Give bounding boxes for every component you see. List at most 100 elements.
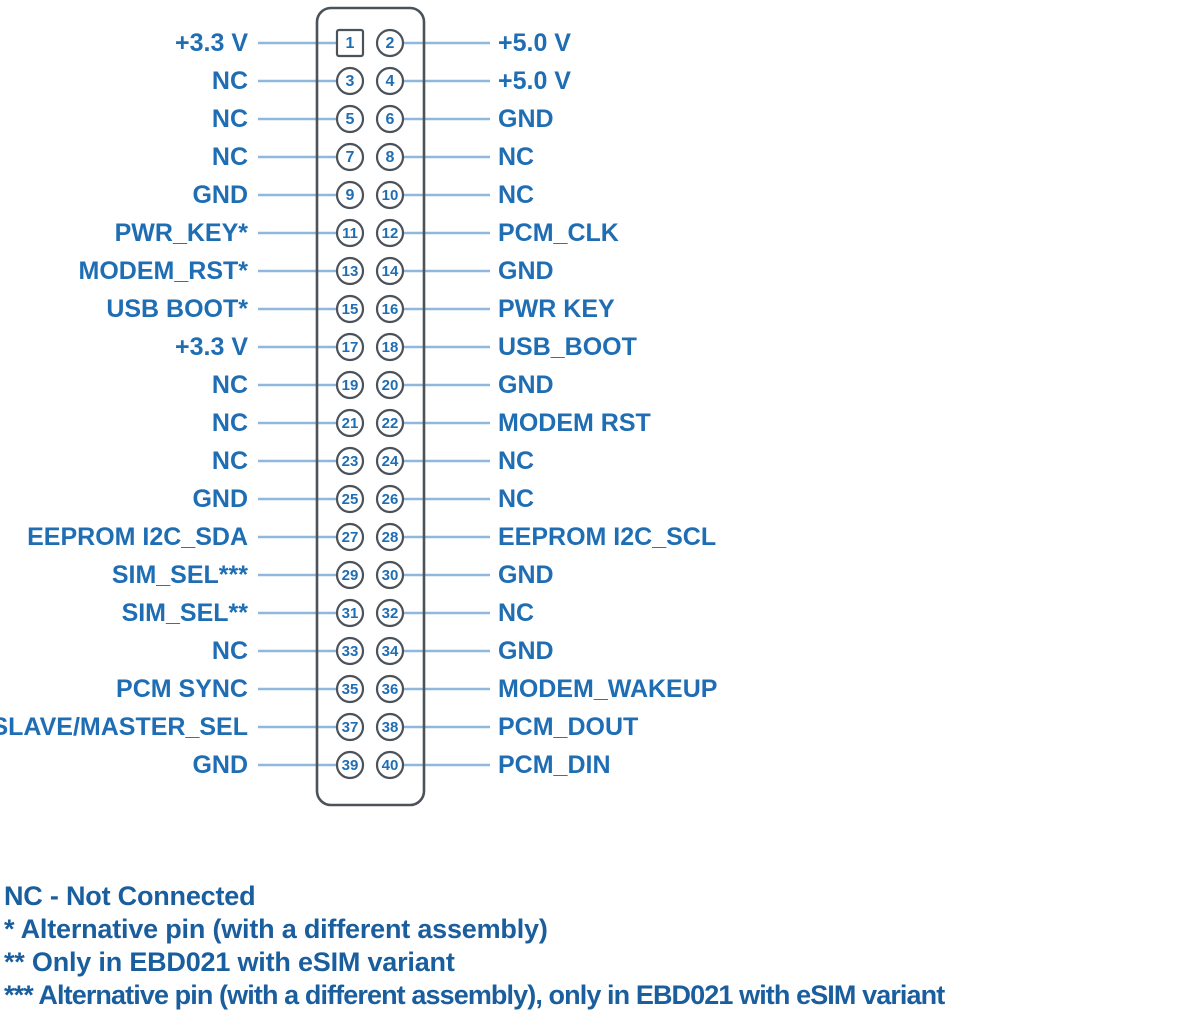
pin-shape-20[interactable] xyxy=(375,370,405,400)
lead-lines-group xyxy=(258,41,490,767)
pin-shape-14[interactable] xyxy=(375,256,405,286)
pin-shape-27[interactable] xyxy=(335,522,365,552)
pin-label-22: MODEM RST xyxy=(498,409,651,437)
pin-shape-16[interactable] xyxy=(375,294,405,324)
pin-label-18: USB_BOOT xyxy=(498,333,637,361)
pin-number-31: 31 xyxy=(342,605,359,622)
pin-label-23: NC xyxy=(212,447,248,475)
pin-shape-26[interactable] xyxy=(375,484,405,514)
pin-shape-35[interactable] xyxy=(335,674,365,704)
pin-shape-28[interactable] xyxy=(375,522,405,552)
pin-shape-39[interactable] xyxy=(335,750,365,780)
pin-label-31: SIM_SEL** xyxy=(122,599,249,627)
pin-number-26: 26 xyxy=(382,491,399,508)
pin-shape-6[interactable] xyxy=(375,104,405,134)
pin-shape-38[interactable] xyxy=(375,712,405,742)
pin-shape-15[interactable] xyxy=(335,294,365,324)
pin-shape-32[interactable] xyxy=(375,598,405,628)
pin-number-32: 32 xyxy=(382,605,399,622)
pin-label-11: PWR_KEY* xyxy=(115,219,249,247)
pin-label-26: NC xyxy=(498,485,534,513)
pin-label-28: EEPROM I2C_SCL xyxy=(498,523,716,551)
pin-number-27: 27 xyxy=(342,529,359,546)
pin-number-24: 24 xyxy=(382,453,399,470)
pin-label-32: NC xyxy=(498,599,534,627)
pin-number-7: 7 xyxy=(346,149,355,166)
connector-body-outline xyxy=(315,6,426,807)
pin-label-24: NC xyxy=(498,447,534,475)
pin-shape-21[interactable] xyxy=(335,408,365,438)
pin-shape-13[interactable] xyxy=(335,256,365,286)
pin-shape-36[interactable] xyxy=(375,674,405,704)
pin-shape-33[interactable] xyxy=(335,636,365,666)
pin-label-1: +3.3 V xyxy=(175,29,248,57)
pin-shape-34[interactable] xyxy=(375,636,405,666)
pin-label-2: +5.0 V xyxy=(498,29,571,57)
pin-number-1: 1 xyxy=(346,35,355,52)
pin-number-22: 22 xyxy=(382,415,399,432)
pin-shape-19[interactable] xyxy=(335,370,365,400)
pin-shape-12[interactable] xyxy=(375,218,405,248)
footnote-one-star: * Alternative pin (with a different asse… xyxy=(4,914,548,944)
pin-shape-23[interactable] xyxy=(335,446,365,476)
pin-number-4: 4 xyxy=(386,73,395,90)
pin-number-29: 29 xyxy=(342,567,359,584)
pin-number-34: 34 xyxy=(382,643,399,660)
pin-number-40: 40 xyxy=(382,757,399,774)
pin-shape-29[interactable] xyxy=(335,560,365,590)
pin-number-35: 35 xyxy=(342,681,359,698)
pin-label-17: +3.3 V xyxy=(175,333,248,361)
pin-number-3: 3 xyxy=(346,73,355,90)
pin-label-21: NC xyxy=(212,409,248,437)
pin-label-7: NC xyxy=(212,143,248,171)
pin-shape-4[interactable] xyxy=(375,66,405,96)
pin-number-30: 30 xyxy=(382,567,399,584)
pin-label-27: EEPROM I2C_SDA xyxy=(27,523,248,551)
pin-number-18: 18 xyxy=(382,339,399,356)
pin-shape-5[interactable] xyxy=(335,104,365,134)
pin-shape-2[interactable] xyxy=(375,28,405,58)
pin-number-33: 33 xyxy=(342,643,359,660)
pin-shape-8[interactable] xyxy=(375,142,405,172)
pin-label-14: GND xyxy=(498,257,554,285)
pin-label-10: NC xyxy=(498,181,534,209)
pin-shape-11[interactable] xyxy=(335,218,365,248)
footnote-three-star: *** Alternative pin (with a different as… xyxy=(4,980,945,1010)
pin-shape-25[interactable] xyxy=(335,484,365,514)
pin-shape-30[interactable] xyxy=(375,560,405,590)
pin-number-11: 11 xyxy=(342,225,358,242)
pin-label-12: PCM_CLK xyxy=(498,219,619,247)
pin-number-2: 2 xyxy=(386,35,395,52)
pin-label-5: NC xyxy=(212,105,248,133)
pin-shape-7[interactable] xyxy=(335,142,365,172)
pin-number-16: 16 xyxy=(382,301,399,318)
pin-shape-31[interactable] xyxy=(335,598,365,628)
pin-shape-24[interactable] xyxy=(375,446,405,476)
pin-number-21: 21 xyxy=(342,415,359,432)
pin-label-30: GND xyxy=(498,561,554,589)
pin-number-13: 13 xyxy=(342,263,359,280)
pin-label-13: MODEM_RST* xyxy=(79,257,249,285)
pins-group xyxy=(335,28,405,780)
pin-number-15: 15 xyxy=(342,301,359,318)
pin-label-35: PCM SYNC xyxy=(116,675,248,703)
pin-shape-22[interactable] xyxy=(375,408,405,438)
pin-shape-10[interactable] xyxy=(375,180,405,210)
pin-shape-3[interactable] xyxy=(335,66,365,96)
pin-shape-37[interactable] xyxy=(335,712,365,742)
pin-label-40: PCM_DIN xyxy=(498,751,611,779)
pin-number-10: 10 xyxy=(382,187,399,204)
pin-shape-40[interactable] xyxy=(375,750,405,780)
pin-label-15: USB BOOT* xyxy=(106,295,248,323)
pin-number-38: 38 xyxy=(382,719,399,736)
pin-shape-9[interactable] xyxy=(335,180,365,210)
pin-shape-17[interactable] xyxy=(335,332,365,362)
pin-number-36: 36 xyxy=(382,681,399,698)
pin-shape-18[interactable] xyxy=(375,332,405,362)
pin-shape-1[interactable] xyxy=(335,28,365,58)
pin-label-34: GND xyxy=(498,637,554,665)
pin-number-17: 17 xyxy=(342,339,359,356)
pin-number-8: 8 xyxy=(386,149,395,166)
